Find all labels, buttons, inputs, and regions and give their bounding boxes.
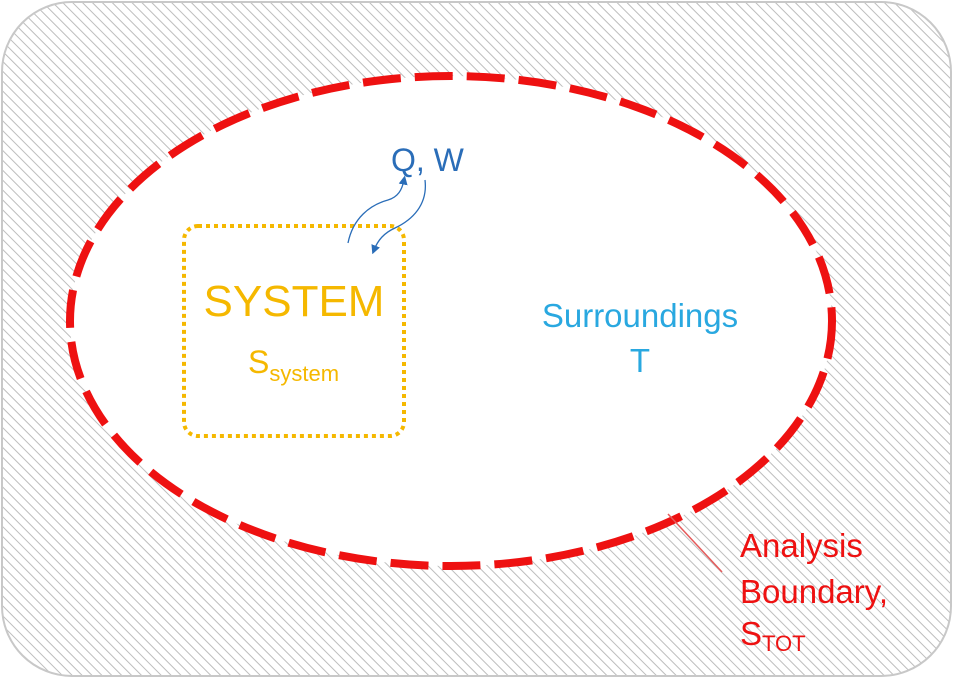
system-entropy-symbol: S <box>248 344 269 380</box>
system-entropy: Ssystem <box>248 344 339 386</box>
system-entropy-subscript: system <box>269 361 339 386</box>
surroundings-title: Surroundings <box>542 297 738 334</box>
system-title: SYSTEM <box>204 277 385 326</box>
total-entropy: STOT <box>740 615 806 656</box>
incoming-arrow <box>371 179 426 255</box>
analysis-boundary-ellipse <box>66 72 836 570</box>
total-entropy-subscript: TOT <box>762 631 806 656</box>
surroundings-temperature: T <box>630 342 650 379</box>
heat-work-label: Q, W <box>391 142 465 178</box>
boundary-leader-line <box>667 513 723 573</box>
outgoing-arrow <box>347 175 408 244</box>
surroundings-region <box>70 76 832 566</box>
analysis-boundary-line1: Analysis <box>740 527 863 564</box>
total-entropy-symbol: S <box>740 615 762 652</box>
system-box <box>182 224 406 438</box>
analysis-boundary-line2: Boundary, <box>740 573 888 610</box>
